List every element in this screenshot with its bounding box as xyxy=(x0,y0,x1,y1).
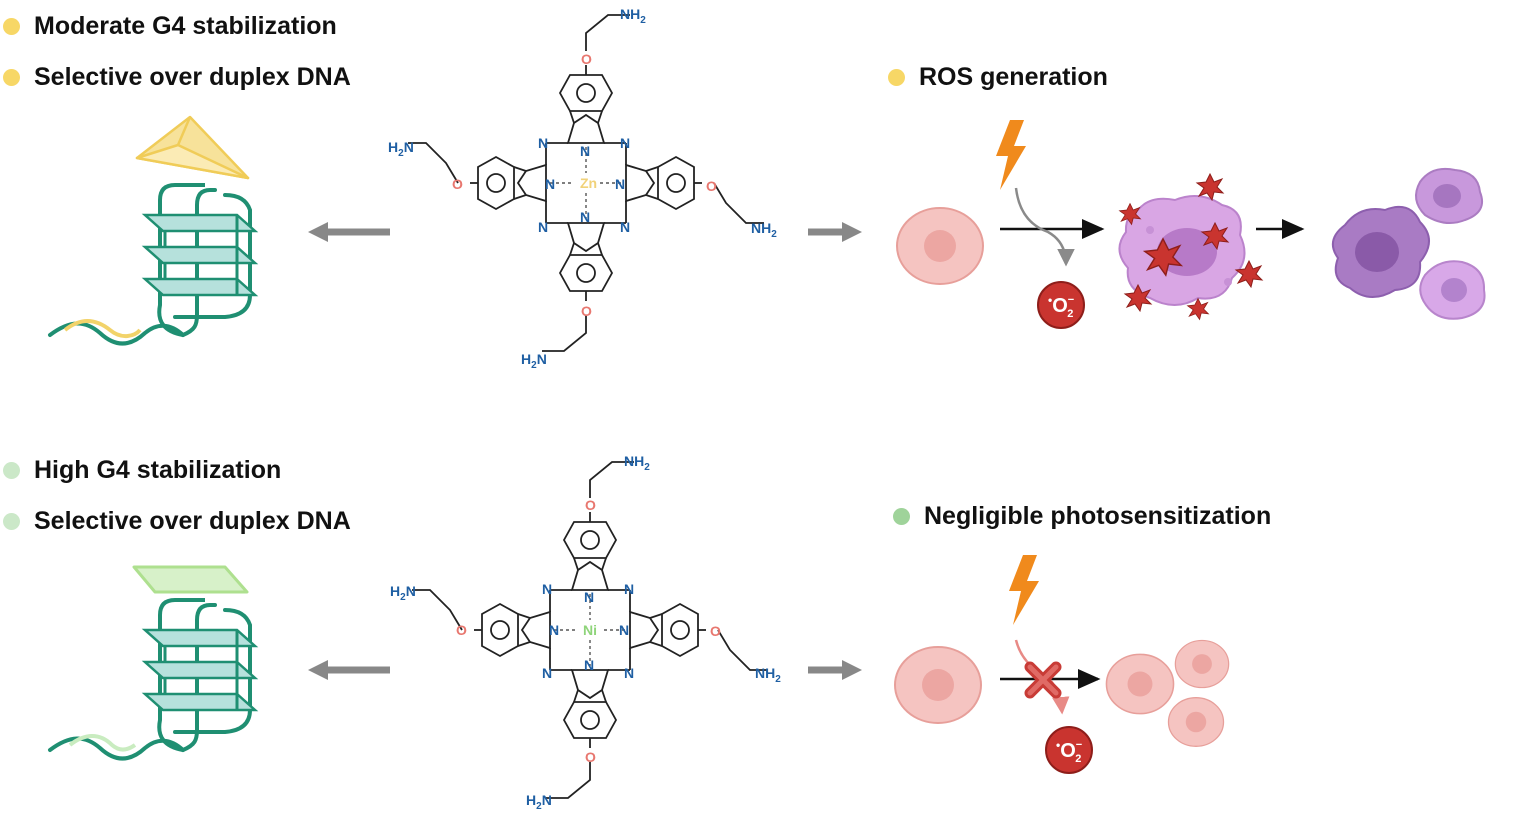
top-effect-text: ROS generation xyxy=(919,63,1108,91)
arrow-right-bottom-icon xyxy=(808,660,862,680)
arrow-right-top-icon xyxy=(808,222,862,242)
green-dot-icon xyxy=(3,462,20,479)
arrow-left-bottom-icon xyxy=(308,660,390,680)
n-label: N xyxy=(615,176,625,192)
n-label: N xyxy=(624,581,634,597)
oxygen-top-label: O xyxy=(585,497,596,513)
arrow-left-top-icon xyxy=(308,222,390,242)
curved-arrow-to-ros-icon xyxy=(1014,187,1075,267)
n-label: N xyxy=(584,589,594,605)
bottom-bullet-1: High G4 stabilization xyxy=(3,456,281,485)
amine-top-label: NH2 xyxy=(620,6,646,26)
lightning-bolt-bottom-icon xyxy=(1009,555,1039,625)
green-dot-icon xyxy=(3,513,20,530)
g4-dna-bottom-icon xyxy=(48,598,257,761)
yellow-dot-icon xyxy=(3,18,20,35)
n-label: N xyxy=(620,219,630,235)
yellow-dot-icon xyxy=(888,69,905,86)
oxygen-right-label: O xyxy=(706,178,717,194)
singlet-oxygen-bottom-label: •O−2 xyxy=(1056,738,1082,765)
n-label: N xyxy=(538,219,548,235)
amine-right-label: NH2 xyxy=(755,665,781,685)
top-bullet-2-text: Selective over duplex DNA xyxy=(34,63,351,91)
amine-right-label: NH2 xyxy=(751,220,777,240)
red-cross-icon xyxy=(1024,661,1062,699)
oxygen-right-label: O xyxy=(710,623,721,639)
oxygen-left-label: O xyxy=(452,176,463,192)
n-label: N xyxy=(549,622,559,638)
bottom-bullet-1-text: High G4 stabilization xyxy=(34,456,282,484)
dead-cells-icon xyxy=(1331,167,1486,320)
zn-molecule-labels: Zn NH2 NH2 H2N H2N O O O O N N N N N N N… xyxy=(388,6,777,371)
top-bullet-2: Selective over duplex DNA xyxy=(3,63,351,92)
n-label: N xyxy=(545,176,555,192)
metal-label-top: Zn xyxy=(580,175,597,191)
healthy-cells-icon xyxy=(1105,639,1230,747)
amine-top-label: NH2 xyxy=(624,453,650,473)
top-bullet-1-text: Moderate G4 stabilization xyxy=(34,12,337,40)
top-effect: ROS generation xyxy=(888,63,1108,92)
n-label: N xyxy=(542,581,552,597)
amine-bottom-label: H2N xyxy=(521,351,547,371)
bottom-bullet-2-text: Selective over duplex DNA xyxy=(34,507,351,535)
lightning-bolt-top-icon xyxy=(996,120,1026,190)
pyramid-ligand-icon xyxy=(135,115,250,180)
amine-left-label: H2N xyxy=(390,583,416,603)
metal-label-bottom: Ni xyxy=(583,622,597,638)
oxygen-top-label: O xyxy=(581,51,592,67)
n-label: N xyxy=(542,665,552,681)
oxygen-left-label: O xyxy=(456,622,467,638)
n-label: N xyxy=(580,209,590,225)
bottom-effect: Negligible photosensitization xyxy=(893,502,1271,531)
top-bullet-1: Moderate G4 stabilization xyxy=(3,12,337,41)
bottom-effect-text: Negligible photosensitization xyxy=(924,502,1272,530)
n-label: N xyxy=(538,135,548,151)
bottom-bullet-2: Selective over duplex DNA xyxy=(3,507,351,536)
duplex-ligand-strand-bottom xyxy=(68,734,137,752)
oxygen-bottom-label: O xyxy=(585,749,596,765)
green-dot-icon xyxy=(893,508,910,525)
ni-molecule-labels: Ni NH2 NH2 H2N H2N O O O O N N N N N N N… xyxy=(390,453,781,812)
n-label: N xyxy=(624,665,634,681)
normal-cell-top-icon xyxy=(896,207,984,285)
n-label: N xyxy=(584,657,594,673)
oxygen-bottom-label: O xyxy=(581,303,592,319)
n-label: N xyxy=(619,622,629,638)
n-label: N xyxy=(620,135,630,151)
n-label: N xyxy=(580,143,590,159)
yellow-dot-icon xyxy=(3,69,20,86)
amine-left-label: H2N xyxy=(388,139,414,159)
duplex-ligand-strand-top xyxy=(63,319,142,338)
singlet-oxygen-top-label: •O−2 xyxy=(1048,293,1074,320)
amine-bottom-label: H2N xyxy=(526,792,552,812)
normal-cell-bottom-icon xyxy=(894,646,982,724)
square-ligand-icon xyxy=(132,565,249,594)
